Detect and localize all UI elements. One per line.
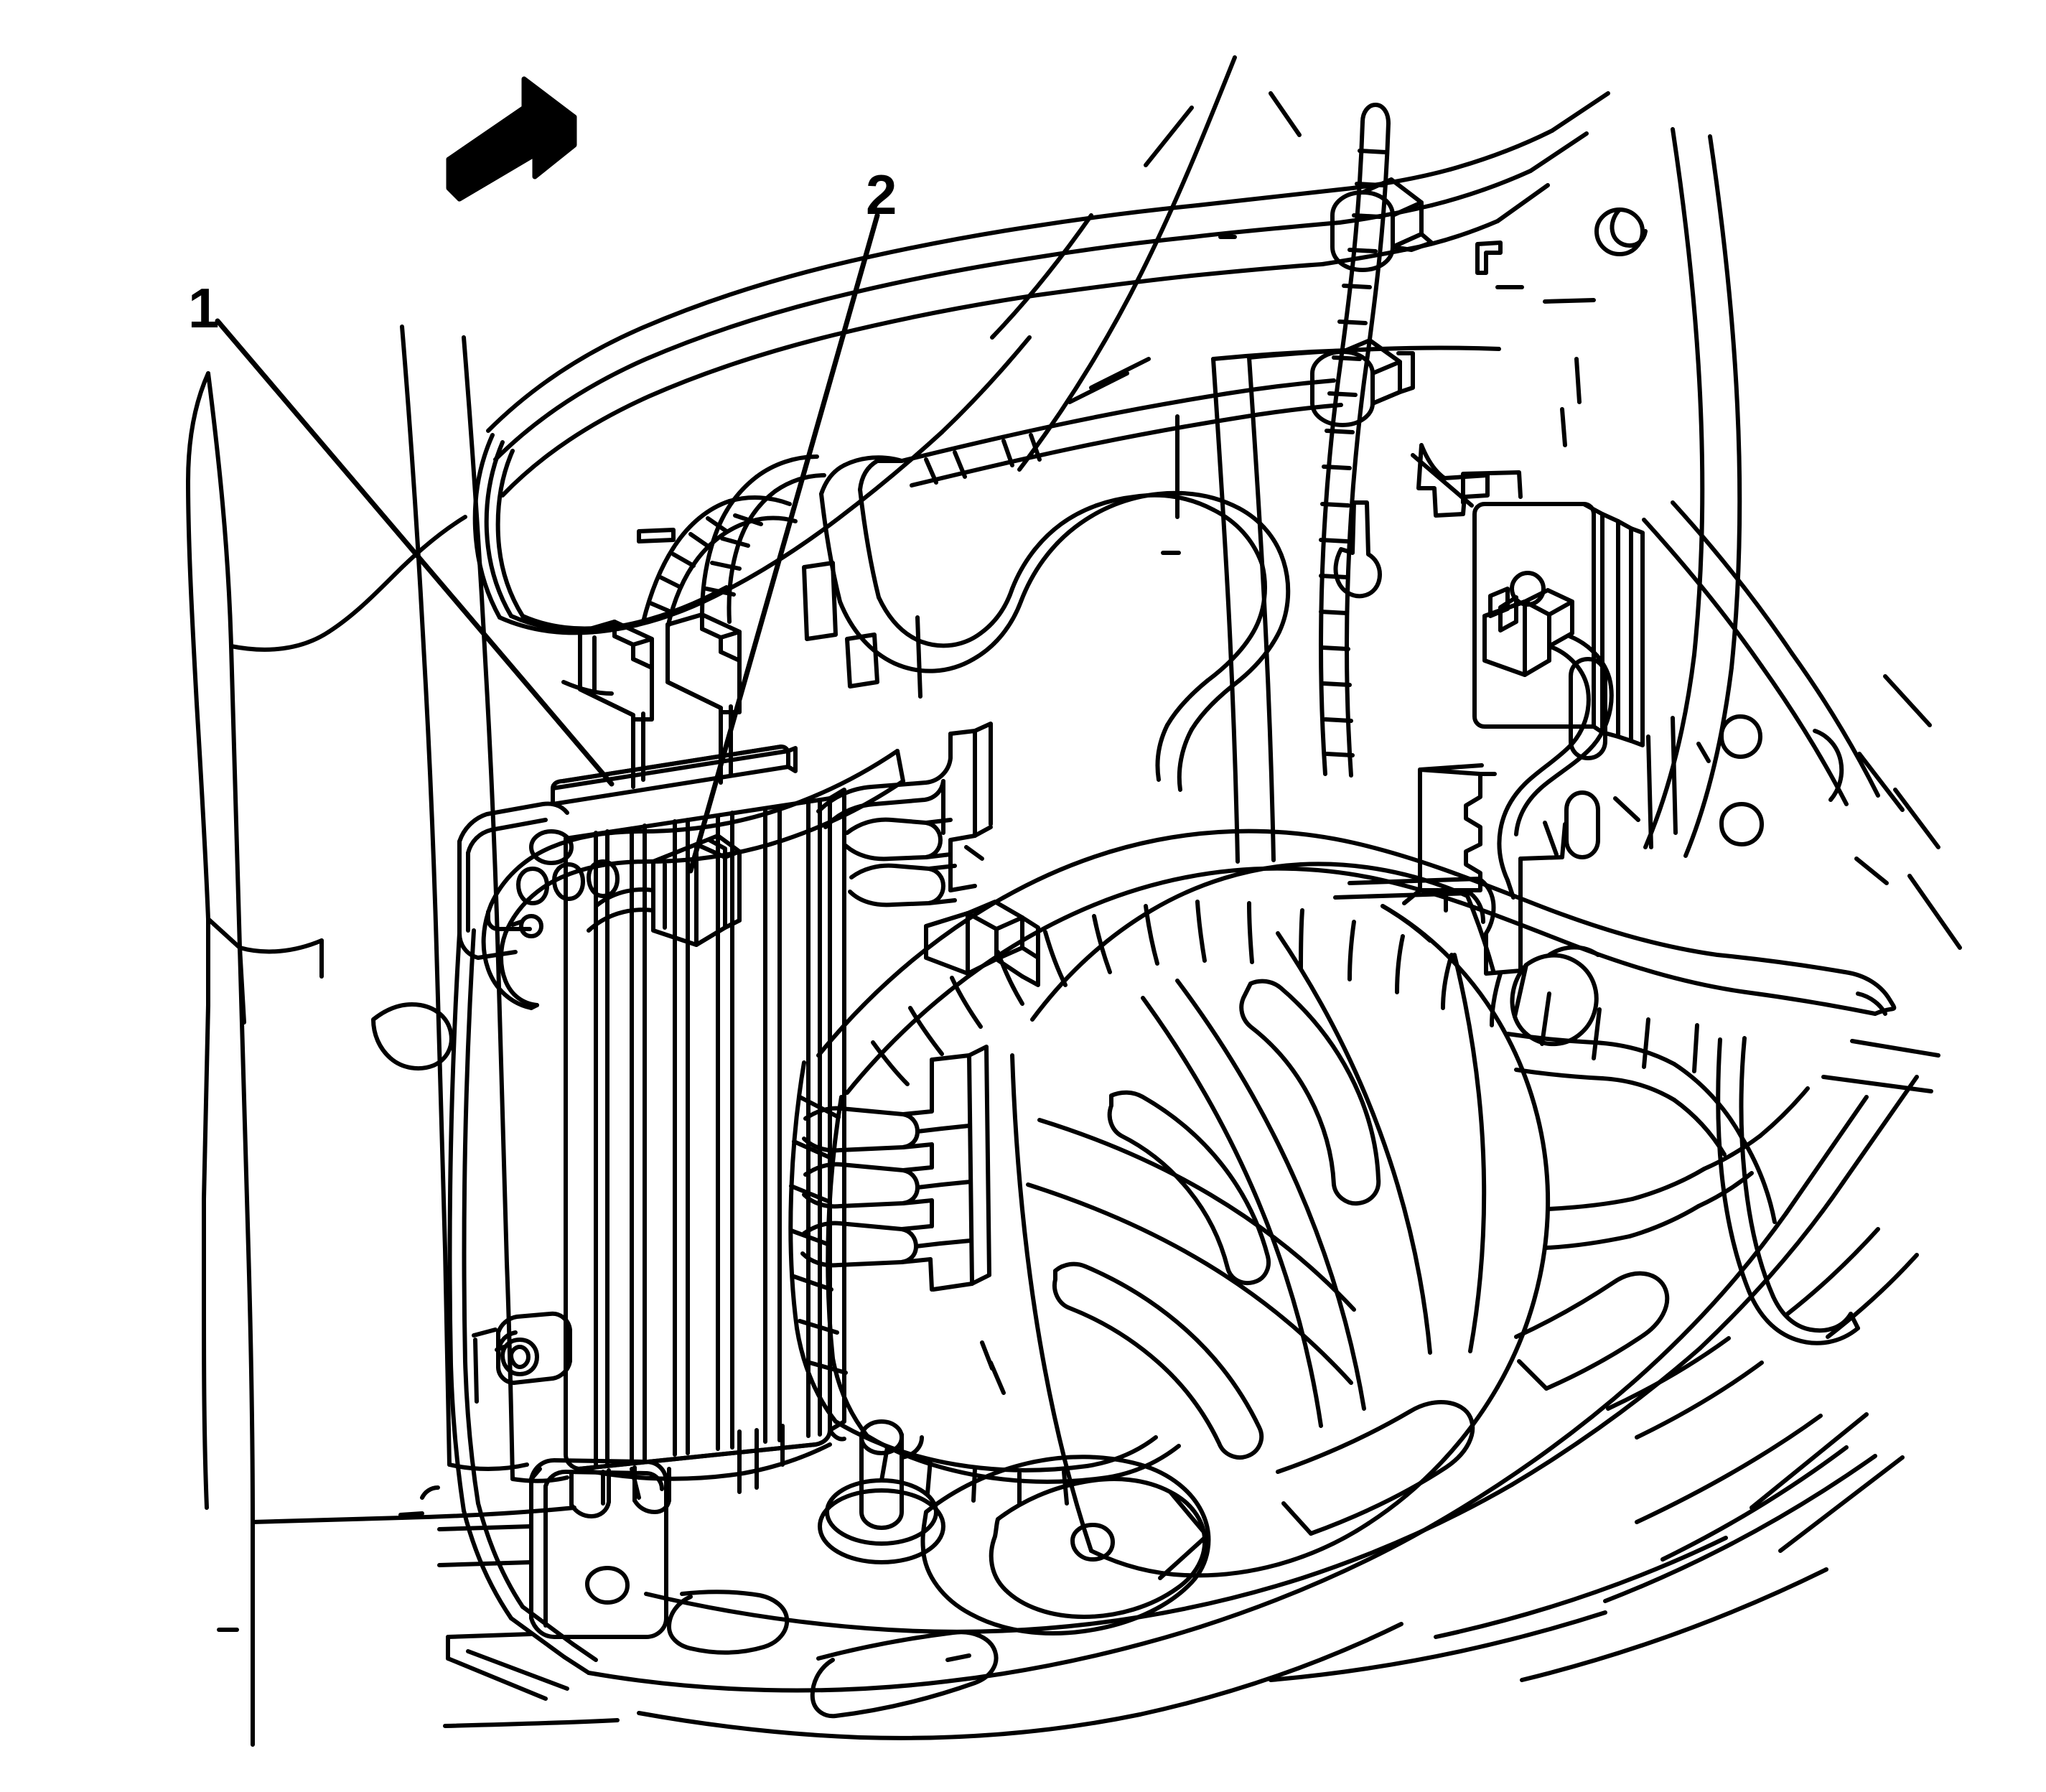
misc-detail-lines	[630, 752, 1962, 1682]
connector-taped-leads	[641, 454, 826, 630]
harness-retainer-clip	[587, 834, 742, 947]
harness-upper-loop	[819, 378, 1343, 792]
hood-edge-line	[990, 55, 1237, 472]
frame-bracket-lower	[398, 1458, 671, 1701]
body-mount-stud	[818, 1419, 945, 1564]
electrical-connector-b	[665, 612, 742, 785]
fender-inner-panel	[371, 325, 614, 1483]
floor-pan	[443, 1075, 1919, 1740]
a-pillar-structure	[186, 371, 576, 1747]
callout-label-1: 1	[188, 276, 220, 340]
antenna-cable	[1269, 91, 1474, 778]
view-direction-arrow-icon	[446, 76, 577, 202]
dash-panel	[802, 127, 1742, 976]
control-module	[481, 745, 905, 1481]
module-harness-tabs-upper	[816, 722, 993, 907]
module-harness-tabs-lower	[800, 1045, 991, 1292]
transmission-bell-housing	[1010, 862, 1860, 1578]
ground-stud-connector	[1402, 500, 1932, 913]
electrical-connector-a	[578, 620, 654, 789]
callout-label-2: 2	[866, 163, 897, 226]
